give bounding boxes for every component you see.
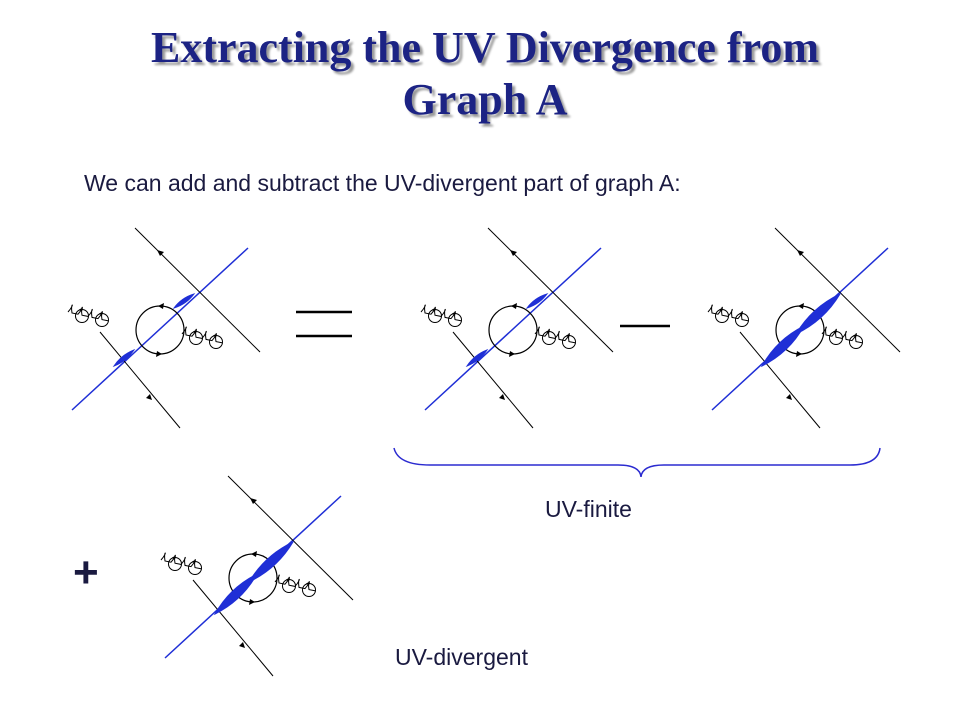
plus-sign: + — [73, 548, 99, 597]
loop-arrow — [249, 599, 255, 605]
gluon-chain-left — [160, 552, 202, 575]
black-line-upper — [487, 227, 614, 353]
equals-sign — [296, 310, 352, 338]
loop-arrow — [286, 577, 290, 582]
arrow-head — [250, 498, 257, 504]
loop-arrow — [739, 311, 743, 316]
blue-blob-upper — [247, 540, 295, 584]
loop-arrow — [158, 303, 164, 309]
black-line-upper — [134, 227, 261, 353]
loop-arrow — [432, 307, 436, 312]
gluon-chain-left — [67, 304, 109, 327]
gluon-chain-left — [707, 304, 749, 327]
loop-arrow — [853, 333, 857, 338]
arrow-head — [157, 250, 164, 256]
blue-blob-lower — [112, 348, 136, 368]
blue-blob-upper — [794, 292, 842, 336]
arrow-head — [239, 642, 245, 648]
gluon-chain-right — [181, 326, 223, 349]
loop-arrow — [511, 303, 517, 309]
blue-blob-upper — [525, 293, 549, 309]
uv-divergent-label: UV-divergent — [395, 644, 528, 670]
title-line-1: Extracting the UV Divergence from — [151, 23, 819, 72]
black-line-lower — [739, 331, 821, 429]
loop-arrow — [172, 555, 176, 560]
loop-arrow — [79, 307, 83, 312]
loop-arrow — [566, 333, 570, 338]
blue-blob-upper — [172, 293, 196, 309]
loop-arrow — [796, 351, 802, 357]
black-line-lower — [452, 331, 534, 429]
arrow-head — [797, 250, 804, 256]
loop-arrow — [798, 303, 804, 309]
gluon-chain-left — [420, 304, 462, 327]
arrow-head — [786, 394, 792, 400]
graph-a-middle — [420, 227, 614, 429]
subtitle: We can add and subtract the UV-divergent… — [84, 170, 681, 196]
loop-arrow — [213, 333, 217, 338]
underbrace — [393, 447, 881, 478]
loop-arrow — [509, 351, 515, 357]
black-line-lower — [192, 579, 274, 677]
blue-quark-line — [424, 247, 602, 411]
loop-arrow — [99, 311, 103, 316]
graph-uv-divergent — [160, 475, 354, 677]
graph-subtraction — [707, 227, 901, 429]
blue-blob-lower — [465, 348, 489, 368]
black-line-upper — [774, 227, 901, 353]
page-title: Extracting the UV Divergence from Graph … — [0, 22, 960, 126]
gluon-chain-right — [534, 326, 576, 349]
loop-arrow — [452, 311, 456, 316]
loop-arrow — [192, 559, 196, 564]
arrow-head — [510, 250, 517, 256]
uv-finite-label: UV-finite — [545, 496, 632, 522]
gluon-chain-right — [821, 326, 863, 349]
loop-arrow — [193, 329, 197, 334]
black-line-upper — [227, 475, 354, 601]
gluon-chain-right — [274, 574, 316, 597]
loop-arrow — [546, 329, 550, 334]
black-line-lower — [99, 331, 181, 429]
loop-arrow — [156, 351, 162, 357]
arrow-head — [146, 394, 152, 400]
loop-arrow — [306, 581, 310, 586]
blue-quark-line — [71, 247, 249, 411]
loop-arrow — [719, 307, 723, 312]
title-line-2: Graph A — [402, 75, 568, 124]
graph-a-left — [67, 227, 261, 429]
arrow-head — [499, 394, 505, 400]
loop-arrow — [833, 329, 837, 334]
loop-arrow — [251, 551, 257, 557]
